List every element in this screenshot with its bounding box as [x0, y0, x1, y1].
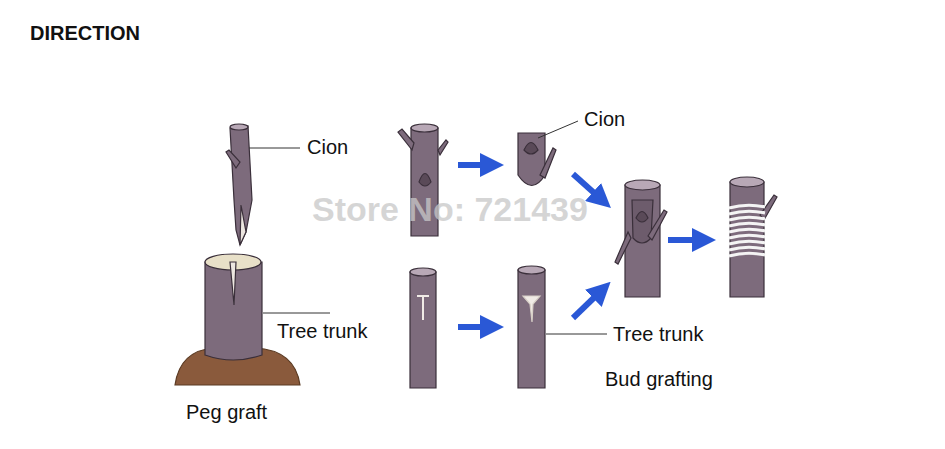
watermark: Store No: 721439 — [312, 190, 588, 229]
tape-wrap — [729, 211, 765, 214]
part-label: Cion — [584, 108, 625, 131]
tape-wrap — [729, 217, 765, 220]
diagram-title: DIRECTION — [30, 22, 140, 45]
tape-wrap — [729, 241, 765, 244]
tape-wrap — [729, 205, 765, 208]
tape-wrap — [729, 229, 765, 232]
tape-wrap — [729, 253, 765, 256]
part-label: Tree trunk — [277, 320, 367, 343]
tape-wrap — [729, 235, 765, 238]
part-label: Cion — [307, 136, 348, 159]
method-label: Bud grafting — [605, 368, 713, 391]
part-label: Tree trunk — [613, 323, 703, 346]
method-label: Peg graft — [186, 401, 267, 424]
tape-wrap — [729, 247, 765, 250]
tape-wrap — [729, 223, 765, 226]
